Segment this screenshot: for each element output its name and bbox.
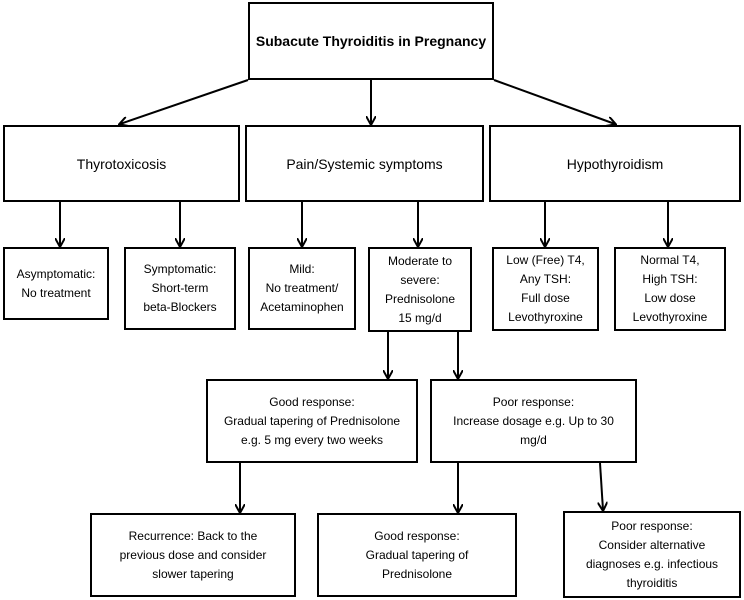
pain-systemic-label: Pain/Systemic symptoms: [286, 155, 443, 172]
good-response-line-1: Good response:: [269, 394, 355, 409]
low-t4-line-4: Levothyroxine: [508, 310, 583, 324]
good-response-box: Good response: Gradual tapering of Predn…: [206, 379, 418, 463]
poor-response-line-2: Increase dosage e.g. Up to 30: [453, 413, 614, 428]
arrow-title-to-hypothyroidism: [493, 79, 615, 124]
pain-systemic-box: Pain/Systemic symptoms: [245, 125, 484, 202]
poor-response-line-3: mg/d: [520, 432, 547, 447]
recurrence-box: Recurrence: Back to the previous dose an…: [90, 513, 296, 597]
symptomatic-line-1: Symptomatic:: [143, 262, 217, 276]
asymptomatic-line-1: Asymptomatic:: [16, 266, 96, 281]
poor-response-final-line-4: thyroiditis: [626, 575, 678, 590]
poor-response-final-line-2: Consider alternative: [598, 537, 706, 552]
recurrence-line-3: slower tapering: [152, 566, 234, 581]
poor-response-final-line-3: diagnoses e.g. infectious: [585, 556, 719, 571]
normal-t4-line-4: Levothyroxine: [632, 310, 708, 324]
hypothyroidism-box: Hypothyroidism: [489, 125, 741, 202]
low-t4-line-2: Any TSH:: [519, 272, 572, 286]
recurrence-line-1: Recurrence: Back to the: [128, 528, 258, 543]
poor-response-box: Poor response: Increase dosage e.g. Up t…: [430, 379, 637, 463]
moderate-severe-box: Moderate to severe: Prednisolone 15 mg/d: [368, 247, 472, 332]
asymptomatic-box: Asymptomatic: No treatment: [3, 247, 109, 320]
arrow-to-poor-response-final: [600, 462, 603, 510]
poor-response-final-box: Poor response: Consider alternative diag…: [563, 511, 741, 598]
hypothyroidism-label: Hypothyroidism: [566, 155, 664, 172]
diagram-title: Subacute Thyroiditis in Pregnancy: [255, 33, 487, 49]
symptomatic-line-3: beta-Blockers: [143, 300, 217, 314]
asymptomatic-line-2: No treatment: [21, 285, 91, 300]
mild-line-3: Acetaminophen: [260, 300, 344, 314]
low-t4-box: Low (Free) T4, Any TSH: Full dose Levoth…: [492, 247, 599, 331]
good-response-final-line-1: Good response:: [374, 528, 460, 543]
mild-box: Mild: No treatment/ Acetaminophen: [248, 247, 356, 330]
thyrotoxicosis-label: Thyrotoxicosis: [76, 155, 167, 172]
poor-response-final-line-1: Poor response:: [611, 518, 693, 533]
poor-response-line-1: Poor response:: [492, 394, 575, 409]
thyrotoxicosis-box: Thyrotoxicosis: [3, 125, 240, 202]
low-t4-line-3: Full dose: [521, 291, 570, 305]
good-response-final-line-2: Gradual tapering of: [365, 547, 469, 562]
arrow-title-to-thyrotoxicosis: [120, 79, 249, 124]
moderate-line-3: Prednisolone: [384, 291, 456, 306]
moderate-line-1: Moderate to: [387, 253, 453, 268]
normal-t4-line-1: Normal T4,: [640, 253, 700, 267]
normal-t4-line-2: High TSH:: [642, 272, 698, 286]
good-response-line-2: Gradual tapering of Prednisolone: [223, 413, 401, 428]
recurrence-line-2: previous dose and consider: [119, 547, 267, 562]
good-response-line-3: e.g. 5 mg every two weeks: [240, 432, 384, 447]
normal-t4-line-3: Low dose: [644, 291, 696, 305]
normal-t4-box: Normal T4, High TSH: Low dose Levothyrox…: [614, 247, 726, 331]
symptomatic-box: Symptomatic: Short-term beta-Blockers: [124, 247, 236, 330]
low-t4-line-1: Low (Free) T4,: [506, 253, 585, 267]
moderate-line-2: severe:: [400, 272, 440, 287]
moderate-line-4: 15 mg/d: [398, 310, 442, 325]
mild-line-2: No treatment/: [265, 281, 339, 295]
good-response-final-line-3: Prednisolone: [381, 566, 453, 581]
symptomatic-line-2: Short-term: [151, 281, 209, 295]
diagram-title-box: Subacute Thyroiditis in Pregnancy: [248, 2, 494, 80]
mild-line-1: Mild:: [289, 262, 315, 276]
good-response-final-box: Good response: Gradual tapering of Predn…: [317, 513, 517, 597]
